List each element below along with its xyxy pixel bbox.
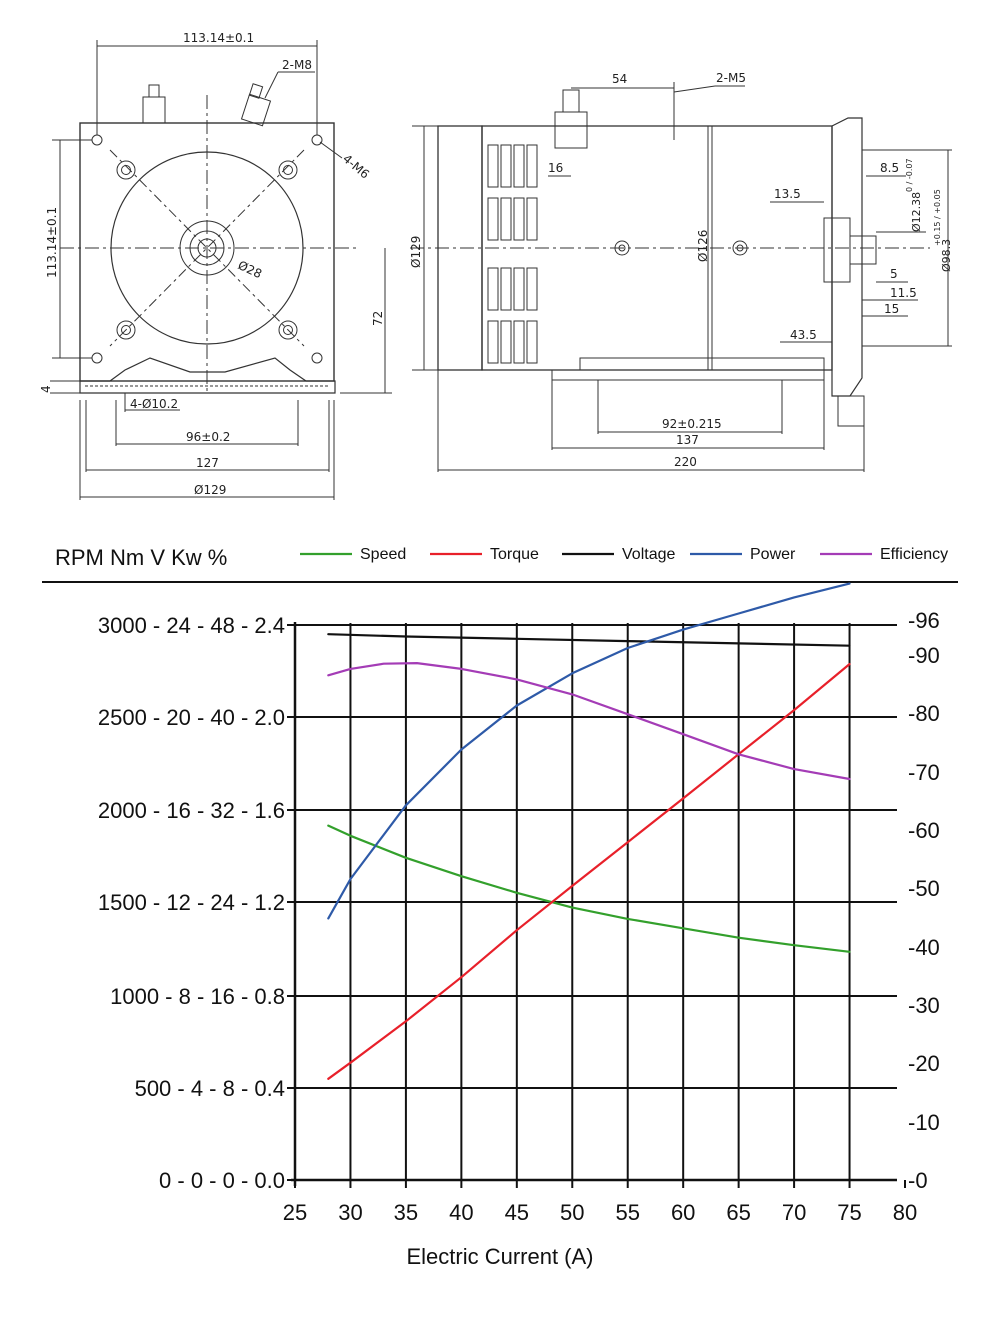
- y-tick-label-left: 1000 - 8 - 16 - 0.8: [110, 984, 285, 1009]
- dim-holes-m6: 4-M6: [340, 152, 372, 182]
- y-tick-label-left: 500 - 4 - 8 - 0.4: [135, 1076, 285, 1101]
- y-tick-label-right: -90: [908, 643, 940, 668]
- performance-chart: RPM Nm V Kw % Speed Torque Voltage Power Effi…: [42, 545, 958, 1269]
- y-tick-label-left: 3000 - 24 - 48 - 2.4: [98, 613, 285, 638]
- y-tick-label-left: 0 - 0 - 0 - 0.0: [159, 1168, 285, 1193]
- dim-base-thickness: 4: [39, 385, 53, 393]
- dim-offset-top: 54: [612, 72, 627, 86]
- x-tick-label: 40: [449, 1200, 473, 1225]
- dim-terminal-m5: 2-M5: [716, 71, 746, 85]
- x-tick-label: 80: [893, 1200, 917, 1225]
- series-line-power: [327, 582, 851, 920]
- series-lines: [327, 582, 851, 1080]
- legend: RPM Nm V Kw % Speed Torque Voltage Power Effi…: [55, 545, 948, 570]
- series-line-voltage: [327, 633, 851, 647]
- legend-label-power: Power: [750, 546, 796, 563]
- dim-offset-16: 16: [548, 161, 563, 175]
- legend-label-voltage: Voltage: [622, 546, 675, 563]
- dim-base-len: 137: [676, 433, 699, 447]
- dim-flange-dia: Ø98.3: [940, 239, 953, 272]
- dim-8-5: 8.5: [880, 161, 899, 175]
- motor-dimension-drawing: 113.14±0.1 2-M8 4-M6 113.14±0.1 Ø28 72 4…: [39, 31, 953, 500]
- y-tick-label-left: 2000 - 16 - 32 - 1.6: [98, 798, 285, 823]
- dim-inner-dia: Ø126: [696, 230, 710, 262]
- y-tick-label-right: -10: [908, 1110, 940, 1135]
- dim-base-holes: 4-Ø10.2: [130, 397, 178, 411]
- dim-43-5: 43.5: [790, 328, 817, 342]
- y-tick-label-right: -96: [908, 608, 940, 633]
- dim-shaft-tol: 0 / -0.07: [905, 158, 914, 192]
- x-tick-label: 25: [283, 1200, 307, 1225]
- y-tick-label-right: -40: [908, 935, 940, 960]
- y-tick-label-left: 1500 - 12 - 24 - 1.2: [98, 890, 285, 915]
- dim-5: 5: [890, 267, 898, 281]
- x-tick-label: 45: [505, 1200, 529, 1225]
- series-line-efficiency: [327, 662, 851, 781]
- legend-label-speed: Speed: [360, 546, 406, 563]
- dim-overall-len: 220: [674, 455, 697, 469]
- dim-terminal-m8: 2-M8: [282, 58, 312, 72]
- axes: [287, 622, 906, 1188]
- y-tick-label-right: -30: [908, 993, 940, 1018]
- x-tick-label: 65: [726, 1200, 750, 1225]
- x-tick-label: 30: [338, 1200, 362, 1225]
- dim-13-5: 13.5: [774, 187, 801, 201]
- series-line-speed: [327, 824, 851, 953]
- dim-body-dia: Ø129: [409, 236, 423, 268]
- dim-base-spacing: 96±0.2: [186, 430, 230, 444]
- dim-base-width: 127: [196, 456, 219, 470]
- y-tick-label-right: -50: [908, 876, 940, 901]
- dim-side-height: 72: [371, 311, 385, 326]
- header-units: RPM Nm V Kw %: [55, 545, 227, 570]
- y-tick-label-right: -0: [908, 1168, 928, 1193]
- dim-shaft-dia: Ø12.38: [910, 192, 923, 232]
- x-tick-label: 55: [615, 1200, 639, 1225]
- dim-top-width: 113.14±0.1: [183, 31, 254, 45]
- x-tick-label: 75: [837, 1200, 861, 1225]
- side-view: [410, 82, 952, 472]
- y-tick-label-right: -70: [908, 760, 940, 785]
- legend-label-efficiency: Efficiency: [880, 546, 948, 563]
- series-line-torque: [327, 663, 851, 1080]
- y-tick-label-right: -60: [908, 818, 940, 843]
- x-tick-label: 50: [560, 1200, 584, 1225]
- dim-left-height: 113.14±0.1: [45, 207, 59, 278]
- dim-11-5: 11.5: [890, 286, 917, 300]
- dim-shaft: Ø28: [236, 258, 264, 281]
- y-tick-label-right: -80: [908, 701, 940, 726]
- grid: [295, 623, 897, 1180]
- dim-15: 15: [884, 302, 899, 316]
- x-tick-label: 35: [394, 1200, 418, 1225]
- dim-overall-width: Ø129: [194, 483, 226, 497]
- dim-hole-spacing: 92±0.215: [662, 417, 722, 431]
- tick-labels: 25 30 35 40 45 50 55 60 65 70 75 80 3000 - 24 - 48 -…: [98, 608, 940, 1225]
- front-view: [50, 40, 392, 500]
- y-tick-label-left: 2500 - 20 - 40 - 2.0: [98, 705, 285, 730]
- dim-flange-tol: +0.15 / +0.05: [933, 189, 942, 246]
- y-tick-label-right: -20: [908, 1051, 940, 1076]
- x-axis-label: Electric Current (A): [406, 1244, 593, 1269]
- x-tick-label: 60: [671, 1200, 695, 1225]
- x-tick-label: 70: [782, 1200, 806, 1225]
- legend-label-torque: Torque: [490, 546, 539, 563]
